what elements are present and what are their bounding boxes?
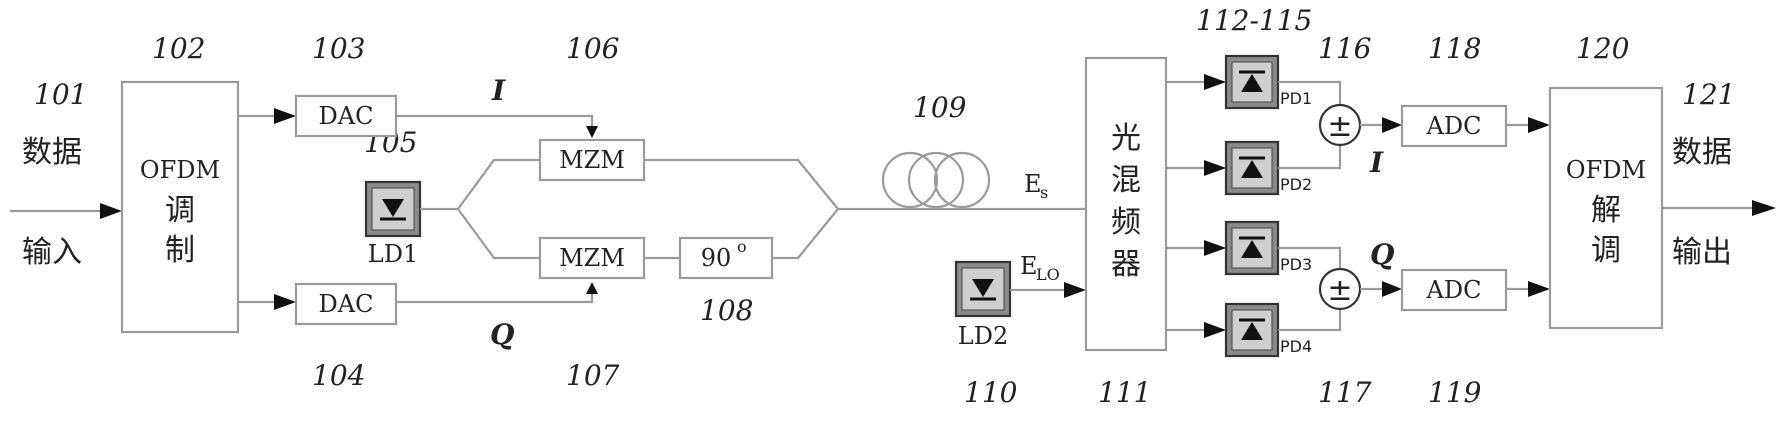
ref-112-115: 112-115 [1196, 4, 1312, 37]
input-label-line2: 输入 [22, 235, 82, 270]
ref-116: 116 [1318, 32, 1371, 65]
ld2-laser-icon [956, 262, 1010, 316]
dac-top-label: DAC [319, 102, 374, 130]
pd1-label: PD1 [1280, 89, 1312, 108]
optical-hybrid-mixer-box [1086, 58, 1166, 350]
ofdm-mod-char2: 制 [165, 233, 195, 268]
ofdm-demod-label: OFDM [1566, 156, 1646, 184]
pd2-photodiode-icon [1226, 142, 1278, 194]
signal-i-right: I [1369, 146, 1384, 179]
q-drive-line [396, 292, 592, 302]
input-label-line1: 数据 [22, 135, 82, 170]
arrow-to-pd1 [1204, 74, 1226, 90]
arrow-to-pd2 [1204, 160, 1226, 176]
arrow-to-dac-bottom [274, 294, 296, 310]
i-drive-line [396, 116, 592, 126]
lo-arrow [1064, 282, 1086, 298]
signal-i-upper: I [491, 74, 506, 107]
mzm-bottom-label: MZM [559, 244, 625, 272]
split-lower-arm [458, 209, 540, 258]
ld1-laser-icon [366, 182, 420, 236]
output-label-line2: 输出 [1672, 235, 1732, 270]
arrow-to-adc-top [1382, 117, 1402, 133]
signal-elo: E [1020, 252, 1038, 280]
pd1-photodiode-icon [1226, 56, 1278, 108]
i-drive-arrow [586, 126, 598, 138]
ref-102: 102 [152, 32, 205, 65]
arrow-to-pd3 [1204, 240, 1226, 256]
arrow-adc-bottom-to-demod [1528, 281, 1550, 297]
ofdm-demod-char2: 调 [1591, 233, 1621, 268]
ref-107: 107 [566, 359, 620, 392]
output-arrow [1752, 200, 1776, 216]
output-label-line1: 数据 [1672, 135, 1732, 170]
pd4-label: PD4 [1280, 337, 1312, 356]
mixer-char1: 光 [1111, 121, 1141, 156]
ref-119: 119 [1428, 376, 1481, 409]
combine-upper-arm [644, 160, 838, 209]
signal-q-lower: Q [490, 318, 514, 351]
split-upper-arm [458, 160, 540, 209]
ld2-label: LD2 [958, 322, 1008, 350]
adder-q-symbol: ± [1327, 273, 1352, 308]
dac-bottom-label: DAC [319, 290, 374, 318]
adc-bottom-label: ADC [1426, 276, 1482, 304]
mixer-char2: 混 [1111, 163, 1141, 198]
pd3-label: PD3 [1280, 255, 1312, 274]
input-arrow [100, 203, 122, 219]
combine-lower-arm [772, 209, 838, 258]
ref-106: 106 [566, 32, 619, 65]
fiber-spool-icon [883, 153, 989, 207]
ref-103: 103 [312, 32, 365, 65]
ref-109: 109 [913, 91, 966, 124]
ref-108: 108 [700, 294, 753, 327]
arrow-to-adc-bottom [1382, 281, 1402, 297]
ref-120: 120 [1576, 32, 1629, 65]
phase-shifter-label: 90 [701, 244, 732, 272]
ref-121: 121 [1682, 78, 1735, 111]
mixer-char3: 频 [1111, 205, 1141, 240]
signal-q-right: Q [1370, 238, 1394, 271]
ofdm-mod-char1: 调 [165, 193, 195, 228]
pd2-label: PD2 [1280, 175, 1312, 194]
ofdm-demod-char1: 解 [1591, 193, 1621, 228]
ref-111: 111 [1098, 376, 1151, 409]
ld1-label: LD1 [368, 240, 418, 268]
mzm-top-label: MZM [559, 146, 625, 174]
arrow-adc-top-to-demod [1528, 117, 1550, 133]
adc-top-label: ADC [1426, 112, 1482, 140]
q-drive-arrow [586, 282, 598, 294]
ref-110: 110 [964, 376, 1017, 409]
phase-shifter-degree: o [737, 237, 747, 256]
mixer-char4: 器 [1111, 247, 1141, 282]
arrow-to-pd4 [1204, 322, 1226, 338]
signal-es: E [1024, 170, 1042, 198]
ref-101: 101 [34, 78, 87, 111]
ref-104: 104 [312, 359, 365, 392]
ref-118: 118 [1428, 32, 1481, 65]
ofdm-mod-label: OFDM [140, 156, 220, 184]
pd4-photodiode-icon [1226, 304, 1278, 356]
arrow-to-dac-top [274, 108, 296, 124]
signal-es-subscript: s [1040, 183, 1048, 202]
adder-i-symbol: ± [1327, 109, 1352, 144]
pd3-photodiode-icon [1226, 222, 1278, 274]
signal-elo-subscript: LO [1036, 265, 1060, 284]
ref-117: 117 [1318, 376, 1372, 409]
